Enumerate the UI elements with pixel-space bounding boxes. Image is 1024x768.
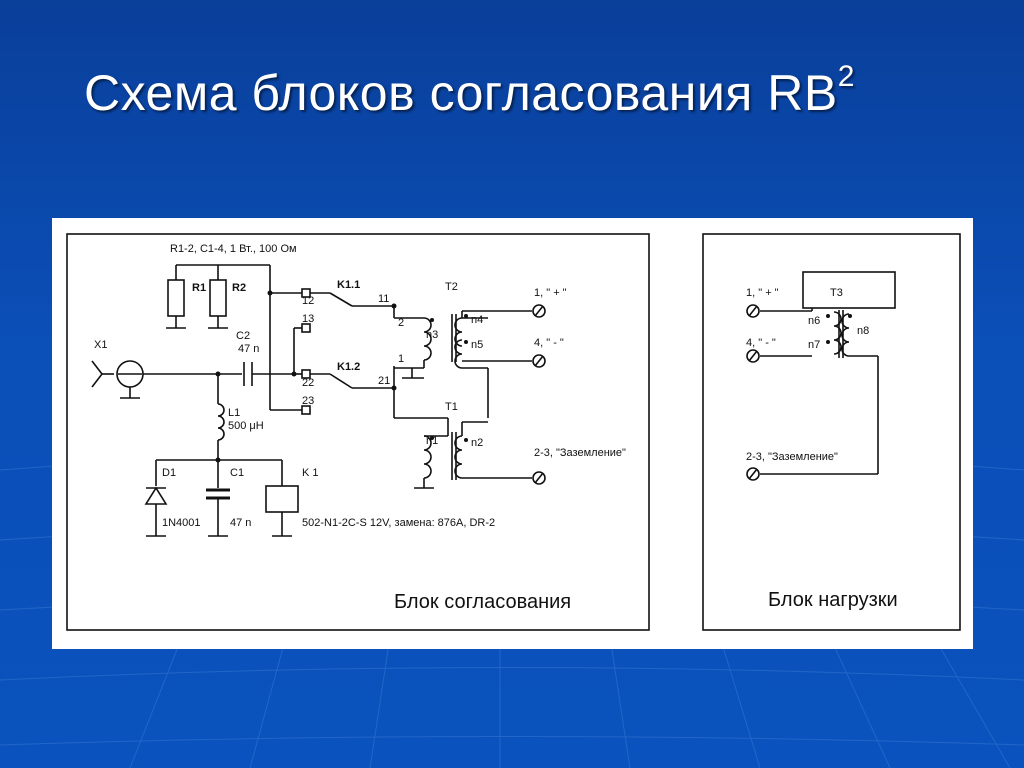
label-pin21: 21 xyxy=(378,375,390,387)
label-t3: T3 xyxy=(830,287,843,299)
terminal-plus xyxy=(532,304,546,318)
t1-winding-n2 xyxy=(454,435,463,479)
label-n7: n7 xyxy=(808,339,820,351)
label-r1: R1 xyxy=(192,282,206,294)
label-r2: R2 xyxy=(232,282,246,294)
label-l1: L1 xyxy=(228,407,240,419)
k12-switch-arm xyxy=(329,373,353,389)
matching-block-frame xyxy=(66,233,650,631)
x1-connector-symbol xyxy=(91,360,104,388)
label-c2-value: 47 n xyxy=(238,343,259,355)
l1-inductor xyxy=(217,403,225,441)
terminal-minus xyxy=(532,354,546,368)
t3-winding-n8 xyxy=(841,313,850,357)
label-in-minus: 4, " - " xyxy=(746,337,776,349)
load-block-frame xyxy=(702,233,961,631)
label-d1: D1 xyxy=(162,467,176,479)
load-block-caption: Блок нагрузки xyxy=(768,589,898,611)
label-load-ground: 2-3, "Заземление" xyxy=(746,451,838,463)
t2-winding-n5 xyxy=(454,339,463,369)
label-pin12: 12 xyxy=(302,295,314,307)
terminal-ground xyxy=(532,471,546,485)
label-c1: C1 xyxy=(230,467,244,479)
load-terminal-minus xyxy=(746,349,760,363)
label-pin13: 13 xyxy=(302,313,314,325)
label-pin22: 22 xyxy=(302,377,314,389)
label-n6: n6 xyxy=(808,315,820,327)
t3-box xyxy=(802,271,896,309)
label-n8: n8 xyxy=(857,325,869,337)
slide-title-superscript: 2 xyxy=(837,60,855,94)
load-terminal-ground xyxy=(746,467,760,481)
r1-resistor xyxy=(167,279,185,317)
label-out-ground: 2-3, "Заземление" xyxy=(534,447,626,459)
label-out-plus: 1, " + " xyxy=(534,287,567,299)
d1-diode xyxy=(144,486,168,505)
k1-relay-coil xyxy=(265,485,299,513)
label-in-plus: 1, " + " xyxy=(746,287,779,299)
label-n4: n4 xyxy=(471,314,483,326)
load-terminal-plus xyxy=(746,304,760,318)
label-n5: n5 xyxy=(471,339,483,351)
label-n3: n3 xyxy=(426,329,438,341)
label-pin2: 2 xyxy=(398,317,404,329)
schematic-diagram: R1-2, C1-4, 1 Вт., 100 Ом R1 R2 K1.1 K1.… xyxy=(66,233,961,631)
schematic-panel: R1-2, C1-4, 1 Вт., 100 Ом R1 R2 K1.1 K1.… xyxy=(52,218,973,649)
label-n2: n2 xyxy=(471,437,483,449)
k11-switch-arm xyxy=(329,292,353,307)
t1-winding-n1 xyxy=(423,435,432,479)
r2-resistor xyxy=(209,279,227,317)
slide-title: Схема блоков согласования RB2 xyxy=(84,60,855,122)
label-c1-value: 47 n xyxy=(230,517,251,529)
matching-block-caption: Блок согласования xyxy=(394,591,571,613)
label-c2: C2 xyxy=(236,330,250,342)
label-l1-value: 500 μH xyxy=(228,420,264,432)
label-k12: K1.2 xyxy=(337,361,360,373)
label-pin23: 23 xyxy=(302,395,314,407)
t3-winding-n6-n7 xyxy=(833,311,842,355)
label-x1: X1 xyxy=(94,339,107,351)
label-t2: T2 xyxy=(445,281,458,293)
label-d1-value: 1N4001 xyxy=(162,517,201,529)
label-k1: K 1 xyxy=(302,467,319,479)
label-t1: T1 xyxy=(445,401,458,413)
t2-winding-n3 xyxy=(423,317,432,361)
slide-title-text: Схема блоков согласования RB xyxy=(84,65,838,121)
label-relay-note: 502-N1-2C-S 12V, замена: 876A, DR-2 xyxy=(302,517,495,529)
label-n1: n1 xyxy=(426,435,438,447)
label-out-minus: 4, " - " xyxy=(534,337,564,349)
label-rating: R1-2, C1-4, 1 Вт., 100 Ом xyxy=(170,243,297,255)
label-pin1: 1 xyxy=(398,353,404,365)
label-pin11: 11 xyxy=(378,293,389,305)
label-k11: K1.1 xyxy=(337,279,360,291)
